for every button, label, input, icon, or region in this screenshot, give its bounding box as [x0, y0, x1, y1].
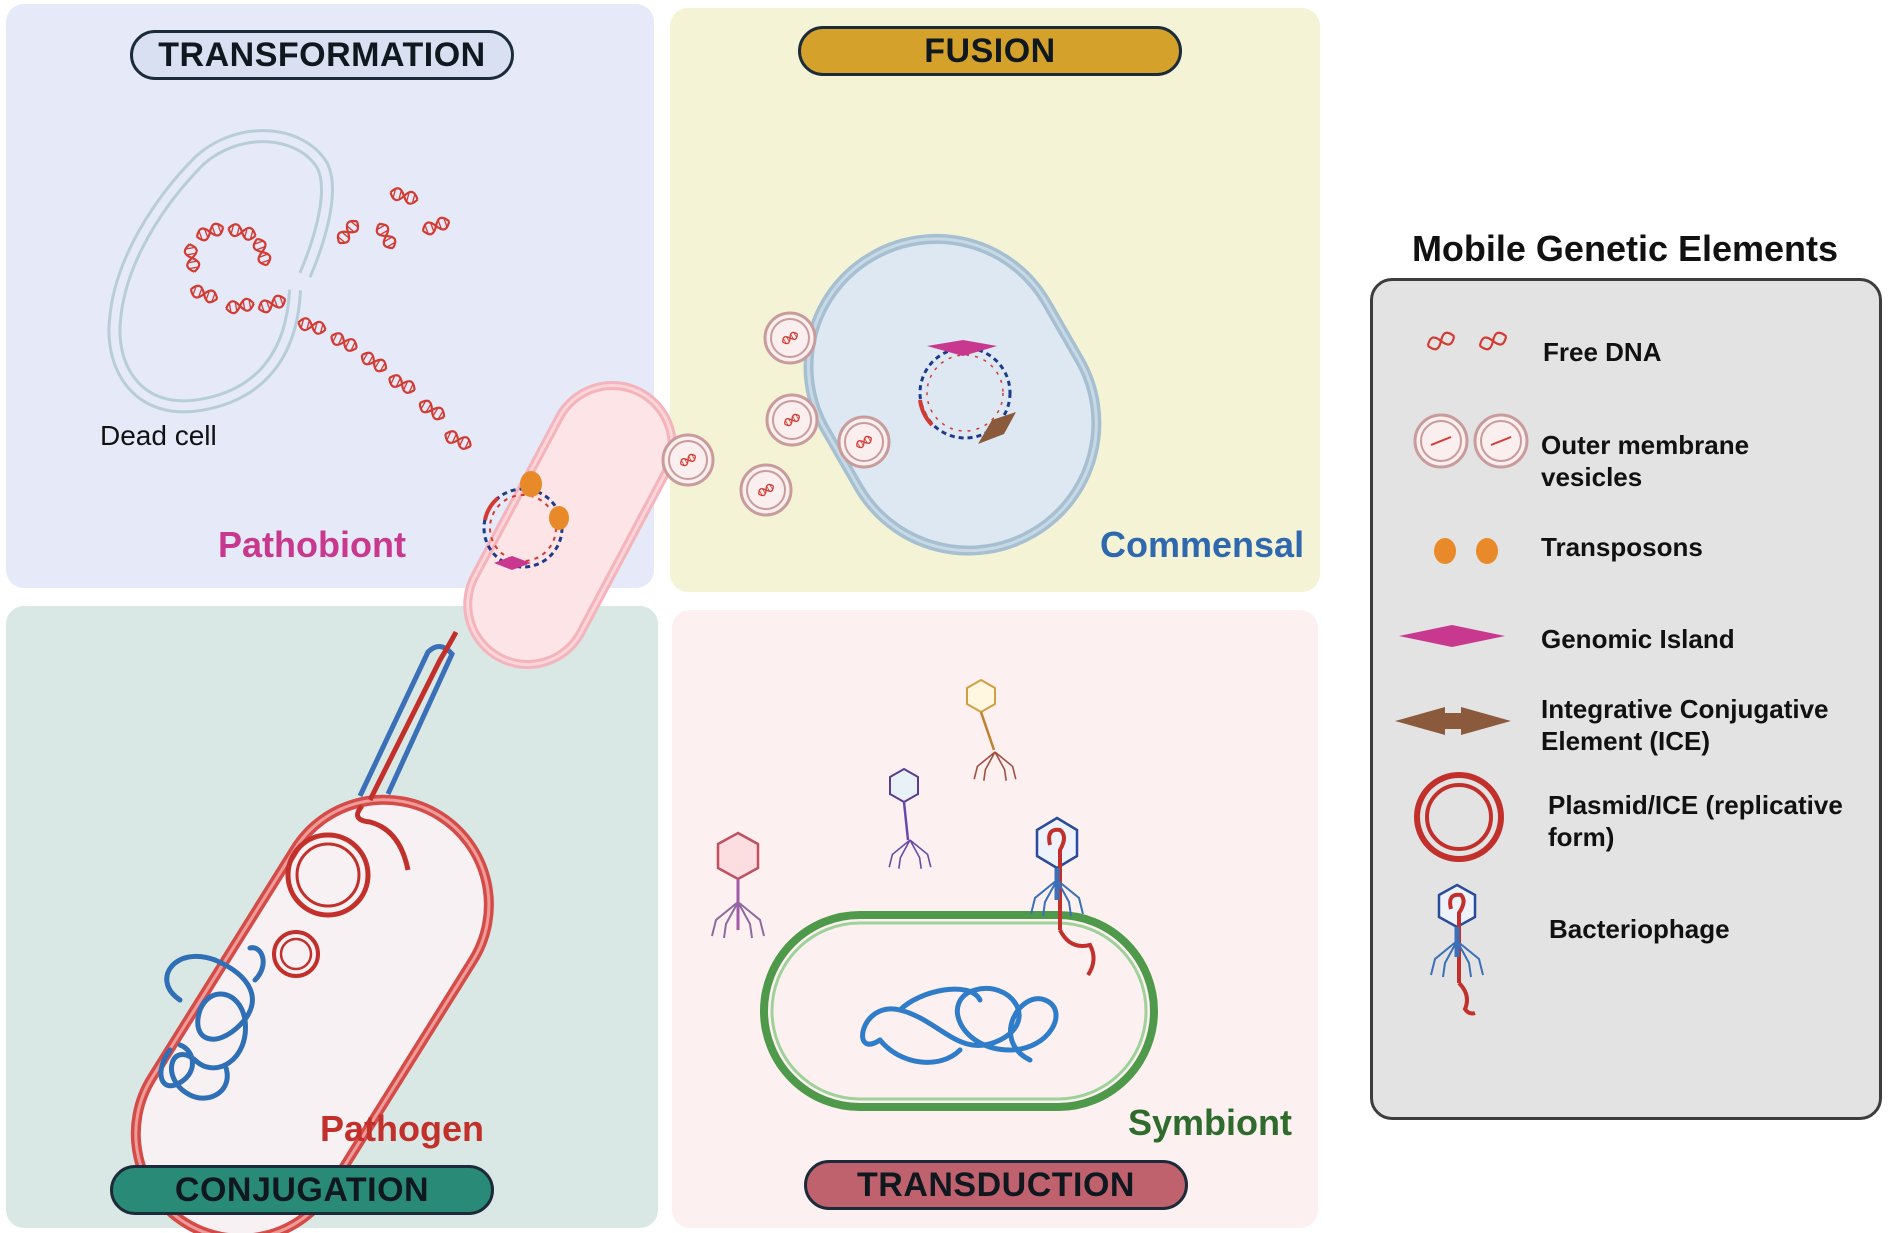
transposon-icon — [1434, 538, 1498, 564]
pathogen-chromosome — [158, 945, 266, 1101]
legend-title: Mobile Genetic Elements — [1411, 228, 1839, 269]
bacteriophage-3 — [966, 678, 1017, 782]
ice-icon — [1395, 707, 1511, 735]
commensal-cell — [803, 233, 1102, 556]
legend-genomic-island: Genomic Island — [1541, 624, 1735, 654]
free-dna-icon — [1426, 331, 1508, 351]
legend: Free DNA Outer membrane vesicles Transpo… — [1370, 278, 1882, 1120]
transformation-title: TRANSFORMATION — [130, 30, 514, 80]
commensal-label: Commensal — [1100, 524, 1305, 565]
pathogen-plasmids — [272, 832, 371, 978]
pathobiont-label: Pathobiont — [218, 524, 406, 565]
legend-ice: Integrative Conjugative Element (ICE) — [1541, 694, 1829, 756]
fusion-title: FUSION — [798, 26, 1182, 76]
pathobiont-cell — [463, 381, 677, 669]
legend-plasmid: Plasmid/ICE (replicative form) — [1548, 790, 1843, 852]
pathogen-cell — [130, 794, 494, 1233]
bacteriophage-icon — [1430, 883, 1484, 1016]
legend-transposons: Transposons — [1541, 532, 1703, 562]
bacteriophage-1 — [711, 831, 765, 939]
transduction-title: TRANSDUCTION — [804, 1160, 1188, 1210]
commensal-plasmid — [918, 340, 1016, 444]
plasmid-icon — [1414, 772, 1504, 862]
pathobiont-plasmid — [482, 471, 569, 570]
conjugation-pilus — [355, 630, 459, 871]
symbiont-label: Symbiont — [1128, 1102, 1293, 1143]
legend-bacteriophage: Bacteriophage — [1549, 914, 1730, 944]
genomic-island-icon — [1399, 625, 1505, 647]
dead-cell-label: Dead cell — [100, 420, 217, 451]
pathogen-label: Pathogen — [320, 1108, 485, 1149]
symbiont-chromosome — [860, 986, 1059, 1065]
bacteriophage-4 — [1030, 816, 1096, 977]
vesicle-icon — [1413, 413, 1529, 469]
legend-vesicles: Outer membrane vesicles — [1541, 430, 1750, 492]
legend-free-dna: Free DNA — [1543, 337, 1662, 367]
dead-cell — [107, 129, 334, 414]
bacteriophage-2 — [888, 767, 932, 870]
conjugation-title: CONJUGATION — [110, 1165, 494, 1215]
